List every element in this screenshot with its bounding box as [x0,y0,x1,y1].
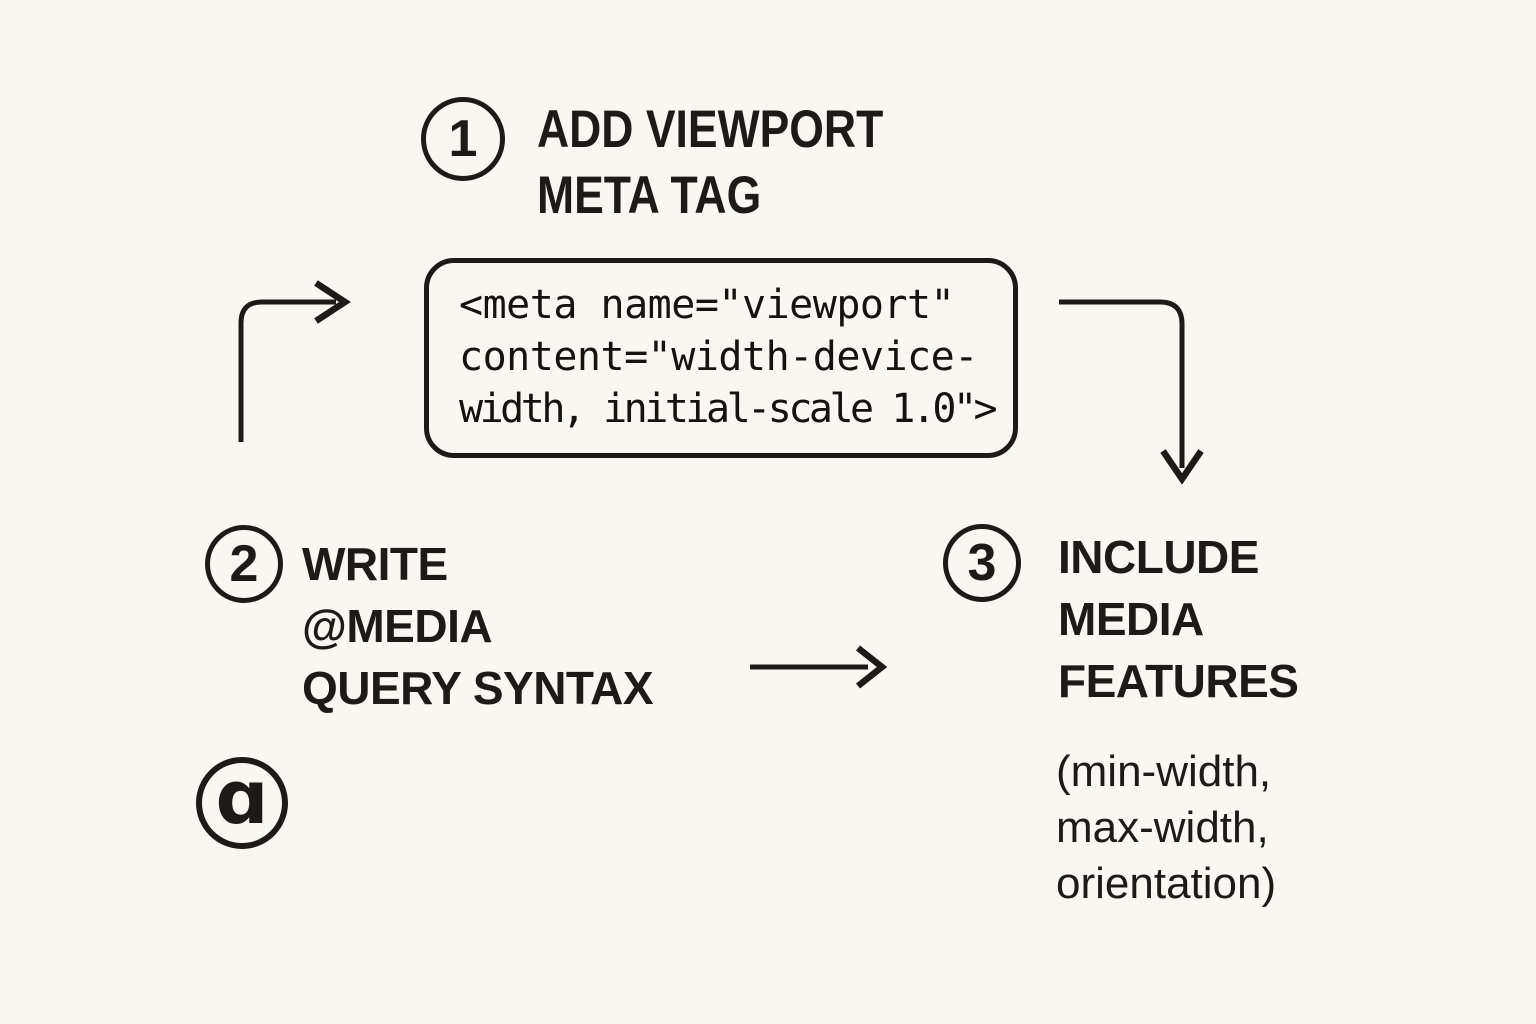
step-3-title-line-2: MEDIA [1058,593,1204,645]
step-2-title: WRITE @MEDIA QUERY SYNTAX [302,533,654,719]
step-1-title-line-1: ADD VIEWPORT [537,100,884,159]
step-2-number-badge: 2 [205,525,283,603]
at-symbol-icon: ɑ [215,755,269,841]
step-1-title-line-2: META TAG [537,166,762,225]
step-3-number: 3 [967,534,997,592]
code-line-1: <meta name="viewport" [459,282,955,328]
media-feature-orientation: orientation) [1056,859,1277,908]
step-3-number-badge: 3 [943,524,1021,602]
step-3-title: INCLUDE MEDIA FEATURES [1058,526,1299,712]
step-2-title-line-2: @MEDIA [302,600,493,652]
step-2-title-line-3: QUERY SYNTAX [302,662,654,714]
step-3-media-features-list: (min-width, max-width, orientation) [1056,744,1276,912]
step-2-number: 2 [229,535,259,593]
media-feature-min-width: (min-width, [1056,747,1272,796]
step-2-title-line-1: WRITE [302,538,448,590]
step-1-number-badge: 1 [421,97,505,181]
step-1-title: ADD VIEWPORT META TAG [537,97,883,229]
code-line-2: content="width-device- [459,334,978,380]
media-feature-max-width: max-width, [1056,803,1269,852]
arrow-right-down-icon [1059,299,1204,485]
arrow-up-right-icon [238,280,351,442]
step-3-title-line-3: FEATURES [1058,655,1299,707]
code-line-3: width, initial-scale 1.0"> [459,386,998,432]
arrow-right-icon [750,645,888,689]
at-symbol-badge: ɑ [196,757,288,849]
step-1-number: 1 [448,110,478,168]
viewport-meta-code-box: <meta name="viewport" content="width-dev… [424,258,1018,458]
step-3-title-line-1: INCLUDE [1058,531,1259,583]
